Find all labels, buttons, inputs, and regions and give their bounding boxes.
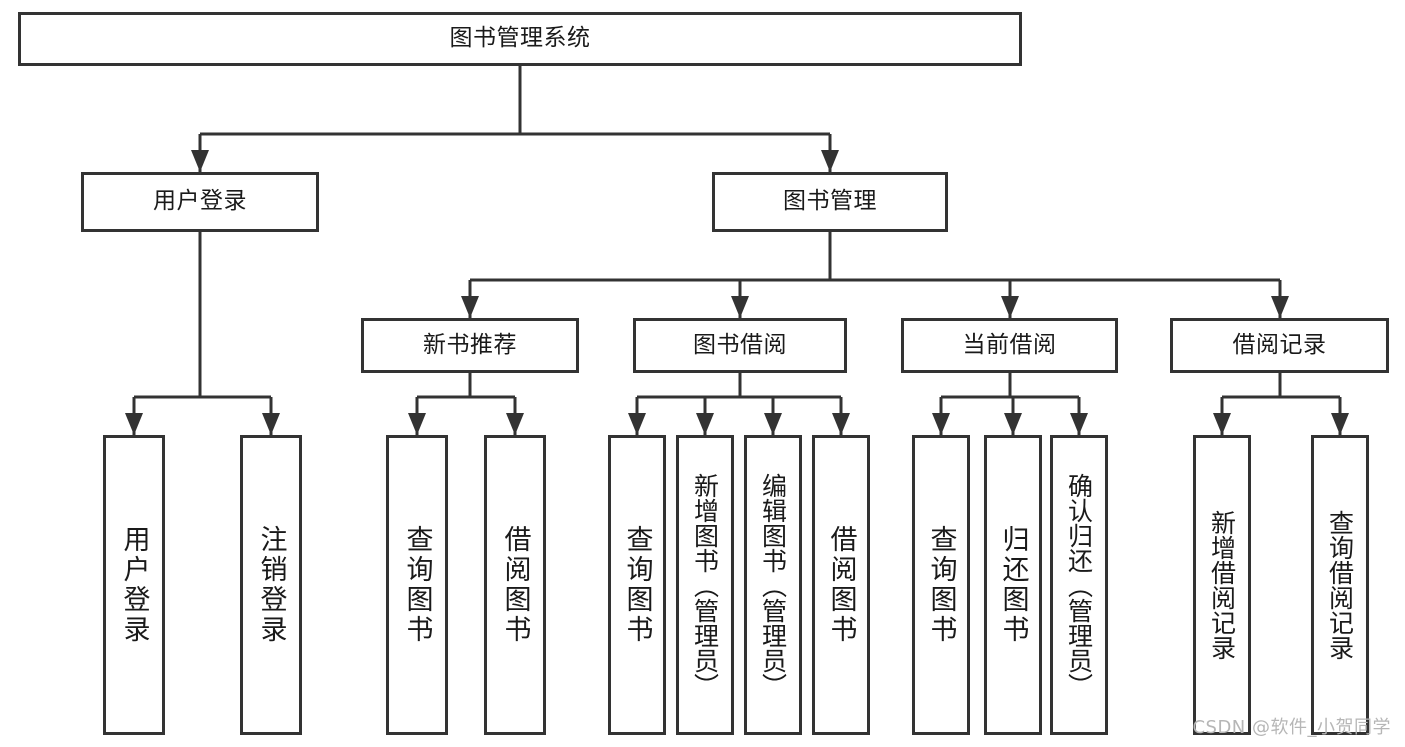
arrowhead-icon bbox=[408, 413, 426, 435]
node-label: 用户登录 bbox=[153, 188, 247, 215]
arrowhead-icon bbox=[506, 413, 524, 435]
arrowhead-icon bbox=[628, 413, 646, 435]
node-current-3[interactable]: 确认归还（管理员） bbox=[1050, 435, 1108, 735]
node-borrow-3[interactable]: 编辑图书（管理员） bbox=[744, 435, 802, 735]
node-label: 查询图书 bbox=[925, 525, 957, 645]
node-borrow-2[interactable]: 新增图书（管理员） bbox=[676, 435, 734, 735]
node-label: 编辑图书（管理员） bbox=[758, 472, 788, 698]
node-bookmgmt[interactable]: 图书管理 bbox=[712, 172, 948, 232]
node-label: 查询图书 bbox=[401, 525, 433, 645]
node-login-1[interactable]: 用户登录 bbox=[103, 435, 165, 735]
node-root[interactable]: 图书管理系统 bbox=[18, 12, 1022, 66]
node-label: 借阅图书 bbox=[825, 525, 857, 645]
arrowhead-icon bbox=[262, 413, 280, 435]
node-login-2[interactable]: 注销登录 bbox=[240, 435, 302, 735]
node-records[interactable]: 借阅记录 bbox=[1170, 318, 1389, 373]
node-label: 确认归还（管理员） bbox=[1064, 472, 1094, 698]
node-newbook[interactable]: 新书推荐 bbox=[361, 318, 579, 373]
node-current-2[interactable]: 归还图书 bbox=[984, 435, 1042, 735]
node-label: 归还图书 bbox=[997, 525, 1029, 645]
node-label: 图书管理 bbox=[783, 188, 877, 215]
arrowhead-icon bbox=[191, 150, 209, 172]
node-label: 借阅图书 bbox=[499, 525, 531, 645]
arrowhead-icon bbox=[731, 296, 749, 318]
node-label: 图书管理系统 bbox=[449, 25, 591, 52]
arrowhead-icon bbox=[1331, 413, 1349, 435]
arrowhead-icon bbox=[764, 413, 782, 435]
arrowhead-icon bbox=[1070, 413, 1088, 435]
arrowhead-icon bbox=[932, 413, 950, 435]
node-records-2[interactable]: 查询借阅记录 bbox=[1311, 435, 1369, 735]
arrowhead-icon bbox=[1004, 413, 1022, 435]
node-borrow-4[interactable]: 借阅图书 bbox=[812, 435, 870, 735]
arrowhead-icon bbox=[696, 413, 714, 435]
node-records-1[interactable]: 新增借阅记录 bbox=[1193, 435, 1251, 735]
node-label: 借阅记录 bbox=[1232, 331, 1327, 358]
node-newbook-1[interactable]: 查询图书 bbox=[386, 435, 448, 735]
arrowhead-icon bbox=[1213, 413, 1231, 435]
arrowhead-icon bbox=[832, 413, 850, 435]
watermark: CSDN @软件_小贺同学 bbox=[1192, 717, 1391, 738]
node-current[interactable]: 当前借阅 bbox=[901, 318, 1118, 373]
arrowhead-icon bbox=[1001, 296, 1019, 318]
node-label: 查询借阅记录 bbox=[1325, 510, 1355, 660]
node-borrow[interactable]: 图书借阅 bbox=[633, 318, 847, 373]
arrowhead-icon bbox=[1271, 296, 1289, 318]
node-current-1[interactable]: 查询图书 bbox=[912, 435, 970, 735]
arrowhead-icon bbox=[821, 150, 839, 172]
node-label: 新增图书（管理员） bbox=[690, 472, 720, 698]
arrowhead-icon bbox=[461, 296, 479, 318]
node-label: 查询图书 bbox=[621, 525, 653, 645]
node-borrow-1[interactable]: 查询图书 bbox=[608, 435, 666, 735]
node-label: 用户登录 bbox=[118, 525, 150, 645]
node-label: 图书借阅 bbox=[693, 331, 787, 358]
node-login[interactable]: 用户登录 bbox=[81, 172, 319, 232]
node-newbook-2[interactable]: 借阅图书 bbox=[484, 435, 546, 735]
node-label: 新增借阅记录 bbox=[1207, 510, 1237, 660]
arrowhead-icon bbox=[125, 413, 143, 435]
node-label: 当前借阅 bbox=[962, 331, 1057, 358]
node-label: 新书推荐 bbox=[423, 331, 517, 358]
node-label: 注销登录 bbox=[255, 525, 287, 645]
